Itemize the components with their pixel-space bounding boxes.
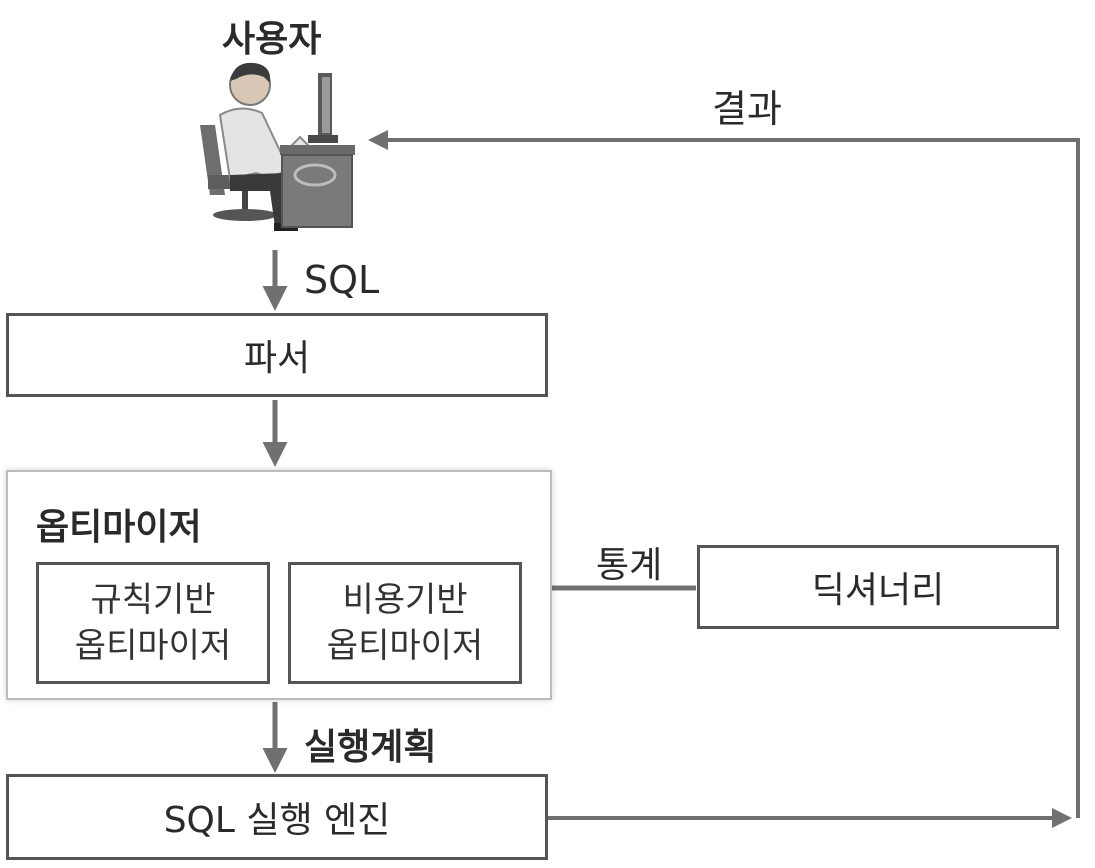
dictionary-box: 딕셔너리 — [697, 545, 1059, 629]
user-label: 사용자 — [222, 19, 322, 60]
cost-based-line1: 비용기반 — [342, 580, 468, 620]
dictionary-label: 딕셔너리 — [811, 570, 945, 611]
rule-based-optimizer-box: 규칙기반 옵티마이저 — [36, 562, 270, 684]
optimizer-title: 옵티마이저 — [36, 507, 202, 548]
parser-box: 파서 — [6, 313, 548, 397]
rule-based-line1: 규칙기반 — [90, 580, 216, 620]
edge-label-result: 결과 — [712, 87, 782, 131]
rule-based-line2: 옵티마이저 — [74, 626, 232, 666]
parser-label: 파서 — [243, 338, 311, 379]
sql-engine-label: SQL 실행 엔진 — [163, 800, 391, 841]
edge-label-execution-plan: 실행계획 — [304, 727, 437, 768]
cost-based-line2: 옵티마이저 — [326, 626, 484, 666]
edge-label-stats: 통계 — [596, 545, 663, 586]
user-at-computer-icon — [200, 62, 355, 231]
edge-label-sql: SQL — [304, 258, 380, 302]
arrow-result-to-user — [368, 130, 1080, 818]
optimizer-box: 옵티마이저 규칙기반 옵티마이저 비용기반 옵티마이저 — [6, 470, 552, 700]
cost-based-optimizer-box: 비용기반 옵티마이저 — [288, 562, 522, 684]
sql-engine-box: SQL 실행 엔진 — [6, 774, 548, 860]
